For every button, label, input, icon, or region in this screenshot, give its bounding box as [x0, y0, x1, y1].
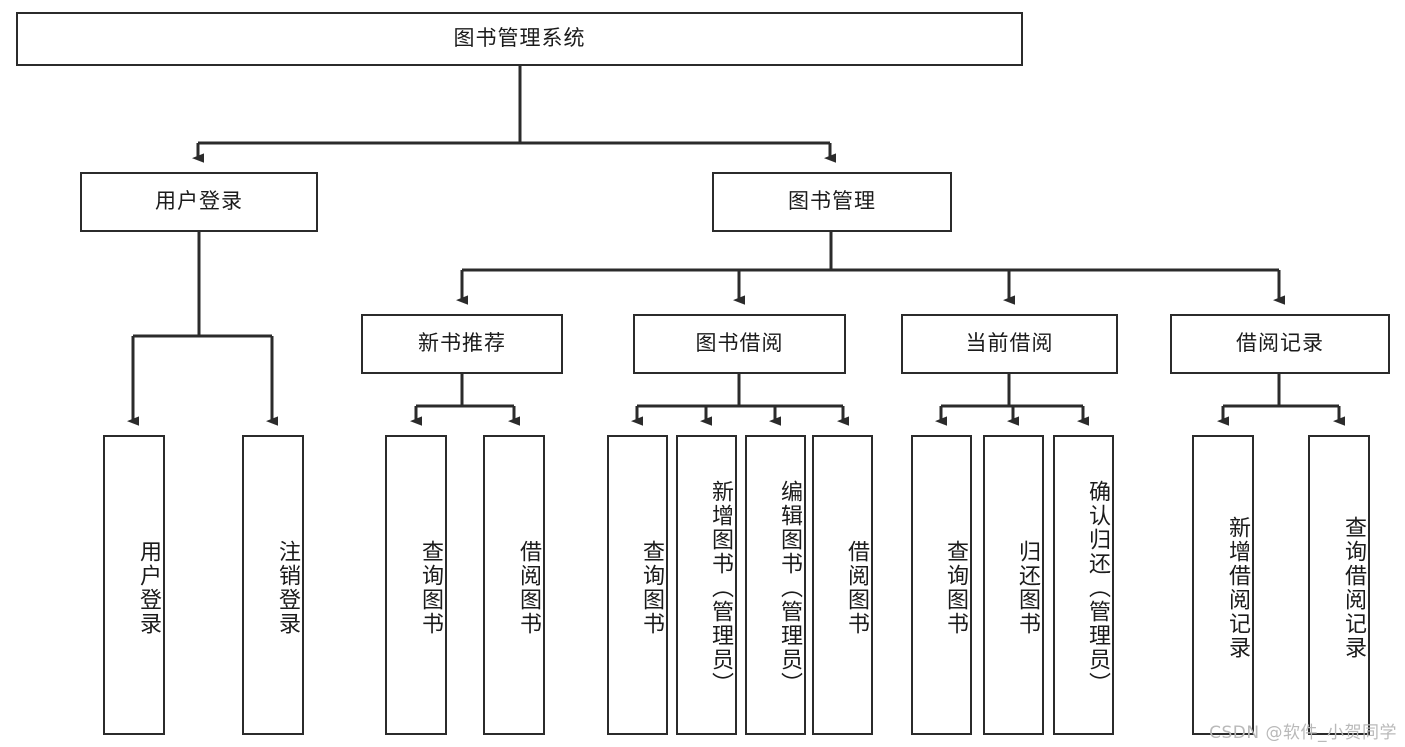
leaf-node[interactable]: 编辑图书（管理员）: [745, 435, 806, 735]
leaf-node[interactable]: 查询图书: [607, 435, 668, 735]
level2-node-label: 图书管理: [788, 189, 876, 214]
level3-node[interactable]: 借阅记录: [1170, 314, 1390, 374]
csdn-watermark: CSDN @软件_小贺同学: [1209, 723, 1397, 743]
level3-node-label: 图书借阅: [695, 331, 784, 356]
leaf-node-label: 新增图书（管理员）: [708, 480, 733, 696]
leaf-node-label: 注销登录: [275, 540, 300, 636]
level3-node-label: 新书推荐: [418, 331, 506, 356]
leaf-node[interactable]: 确认归还（管理员）: [1053, 435, 1114, 735]
leaf-node[interactable]: 注销登录: [242, 435, 304, 735]
leaf-node-label: 借阅图书: [516, 540, 541, 636]
level3-node[interactable]: 新书推荐: [361, 314, 563, 374]
leaf-node[interactable]: 用户登录: [103, 435, 165, 735]
level2-node[interactable]: 图书管理: [712, 172, 952, 232]
level3-node-label: 当前借阅: [965, 331, 1054, 356]
root-node[interactable]: 图书管理系统: [16, 12, 1023, 66]
leaf-node-label: 查询图书: [418, 540, 443, 636]
leaf-node[interactable]: 借阅图书: [483, 435, 545, 735]
level2-node-label: 用户登录: [155, 189, 243, 214]
leaf-node[interactable]: 新增图书（管理员）: [676, 435, 737, 735]
root-node-label: 图书管理系统: [453, 26, 586, 51]
leaf-node-label: 查询图书: [943, 540, 968, 636]
level3-node[interactable]: 当前借阅: [901, 314, 1118, 374]
leaf-node[interactable]: 查询图书: [385, 435, 447, 735]
leaf-node[interactable]: 归还图书: [983, 435, 1044, 735]
leaf-node[interactable]: 查询图书: [911, 435, 972, 735]
leaf-node-label: 编辑图书（管理员）: [777, 480, 802, 696]
leaf-node-label: 查询图书: [639, 540, 664, 636]
leaf-node[interactable]: 查询借阅记录: [1308, 435, 1370, 735]
leaf-node[interactable]: 新增借阅记录: [1192, 435, 1254, 735]
leaf-node[interactable]: 借阅图书: [812, 435, 873, 735]
level3-node-label: 借阅记录: [1236, 331, 1324, 356]
leaf-node-label: 归还图书: [1015, 540, 1040, 636]
leaf-node-label: 确认归还（管理员）: [1085, 480, 1110, 696]
leaf-node-label: 新增借阅记录: [1225, 516, 1250, 660]
leaf-node-label: 查询借阅记录: [1341, 516, 1366, 660]
leaf-node-label: 用户登录: [136, 540, 161, 636]
level2-node[interactable]: 用户登录: [80, 172, 318, 232]
leaf-node-label: 借阅图书: [844, 540, 869, 636]
level3-node[interactable]: 图书借阅: [633, 314, 846, 374]
